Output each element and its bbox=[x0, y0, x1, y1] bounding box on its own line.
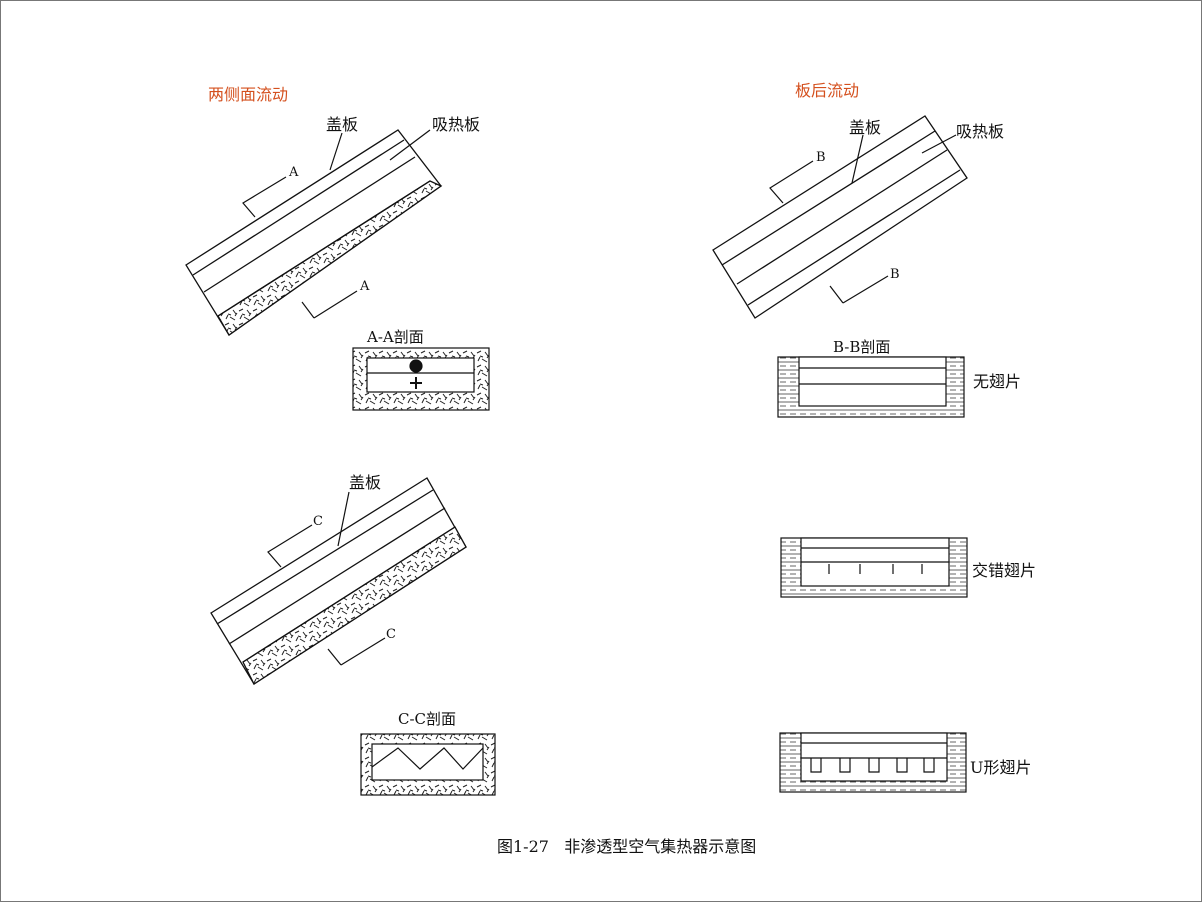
cover-leader-b bbox=[851, 134, 957, 184]
heading-two-sided-flow: 两侧面流动 bbox=[208, 85, 288, 104]
section-staggered-fins bbox=[780, 537, 968, 598]
airflow-in-icon bbox=[410, 377, 422, 389]
section-title-bb: B-B剖面 bbox=[833, 338, 890, 356]
absorber-label-b: 吸热板 bbox=[956, 122, 1004, 141]
tilted-collector-a bbox=[185, 129, 443, 336]
cut-line-a bbox=[242, 176, 358, 319]
cut-line-b bbox=[769, 160, 889, 304]
cover-leader-c bbox=[337, 491, 350, 547]
variant-label-no-fins: 无翅片 bbox=[973, 372, 1021, 391]
cover-leader-a bbox=[329, 129, 431, 171]
cover-label-b: 盖板 bbox=[849, 118, 881, 137]
airflow-out-icon bbox=[409, 359, 423, 373]
cut-mark-c-bottom: C bbox=[386, 627, 396, 642]
variant-label-staggered-fins: 交错翅片 bbox=[972, 561, 1036, 580]
panel-c: 盖板 C C C-C剖面 bbox=[210, 473, 496, 796]
section-u-fins bbox=[779, 732, 967, 793]
figure-caption: 图1-27 非渗透型空气集热器示意图 bbox=[497, 837, 756, 856]
section-cc bbox=[360, 733, 496, 796]
cut-mark-a-bottom: A bbox=[359, 279, 370, 294]
section-title-aa: A-A剖面 bbox=[366, 328, 424, 346]
cut-mark-c-top: C bbox=[313, 514, 323, 529]
cover-label-a: 盖板 bbox=[326, 115, 358, 134]
cut-mark-b-top: B bbox=[816, 150, 826, 165]
tilted-collector-c bbox=[210, 477, 467, 685]
cover-label-c: 盖板 bbox=[349, 473, 381, 492]
panel-two-sided-flow: 两侧面流动 盖板 吸热板 A A A-A剖面 bbox=[185, 85, 490, 411]
cut-mark-b-bottom: B bbox=[890, 267, 900, 282]
cut-line-c bbox=[267, 524, 386, 666]
section-aa bbox=[352, 347, 490, 411]
section-no-fins bbox=[777, 356, 965, 418]
panel-rear-flow: 板后流动 盖板 吸热板 B B B-B剖面 无翅片 bbox=[712, 81, 1036, 793]
variant-label-u-fins: U形翅片 bbox=[970, 758, 1032, 777]
cut-mark-a-top: A bbox=[288, 165, 299, 180]
heading-rear-flow: 板后流动 bbox=[795, 81, 859, 100]
tilted-collector-b bbox=[712, 115, 968, 319]
section-title-cc: C-C剖面 bbox=[398, 710, 456, 728]
absorber-label-a: 吸热板 bbox=[432, 115, 480, 134]
